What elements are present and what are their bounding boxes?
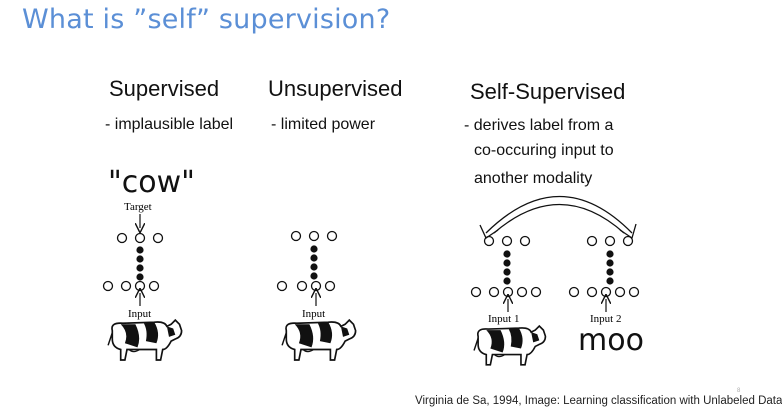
neuron-node-icon — [290, 230, 302, 242]
neuron-node-icon — [622, 235, 634, 247]
neuron-node-icon — [516, 286, 528, 298]
neuron-node-icon — [148, 280, 160, 292]
desc-self-supervised-line-3: another modality — [474, 170, 593, 187]
supervised-network: Target Input — [102, 201, 183, 361]
neuron-node-icon — [152, 232, 164, 244]
input-label: Input — [128, 308, 151, 320]
neuron-node-icon — [586, 235, 598, 247]
heading-unsupervised: Unsupervised — [268, 76, 403, 101]
neuron-node-icon — [470, 286, 482, 298]
neuron-node-icon — [604, 235, 616, 247]
neuron-node-icon — [600, 286, 612, 298]
neuron-node-icon — [296, 280, 308, 292]
page-number: 8 — [737, 388, 741, 394]
self-supervised-network-2: Input 2 — [568, 235, 640, 325]
neuron-node-icon — [134, 232, 146, 244]
self-supervised-network-1: Input 1 — [470, 235, 547, 366]
neuron-node-icon — [120, 280, 132, 292]
neuron-node-icon — [324, 280, 336, 292]
neuron-node-icon — [116, 232, 128, 244]
desc-unsupervised: - limited power — [271, 116, 376, 133]
desc-self-supervised-line-1: - derives label from a — [464, 117, 614, 134]
neuron-node-icon — [568, 286, 580, 298]
slide-title: What is ”self” supervision? — [22, 4, 391, 35]
unsupervised-network: Input — [276, 230, 357, 361]
cow-icon — [107, 319, 183, 361]
heading-self-supervised: Self-Supervised — [470, 79, 626, 104]
neuron-node-icon — [586, 286, 598, 298]
neuron-node-icon — [326, 230, 338, 242]
neuron-node-icon — [530, 286, 542, 298]
target-label: Target — [124, 201, 152, 213]
curved-double-arrow-icon — [479, 195, 637, 240]
citation: Virginia de Sa, 1994, Image: Learning cl… — [415, 395, 782, 407]
cow-icon — [281, 319, 357, 361]
input-label-unsupervised: Input — [302, 308, 325, 320]
neuron-node-icon — [310, 280, 322, 292]
heading-supervised: Supervised — [109, 76, 220, 101]
moo-label: moo — [578, 323, 644, 358]
desc-supervised: - implausible label — [105, 116, 234, 133]
neuron-node-icon — [102, 280, 114, 292]
cow-icon — [473, 325, 547, 366]
neuron-node-icon — [134, 280, 146, 292]
cow-label-word: "cow" — [108, 165, 195, 200]
neuron-node-icon — [628, 286, 640, 298]
neuron-node-icon — [488, 286, 500, 298]
input2-label: Input 2 — [590, 313, 621, 325]
neuron-node-icon — [502, 286, 514, 298]
desc-self-supervised-line-2: co-occuring input to — [474, 142, 614, 159]
neuron-node-icon — [276, 280, 288, 292]
input1-label: Input 1 — [488, 313, 519, 325]
neuron-node-icon — [519, 235, 531, 247]
neuron-node-icon — [614, 286, 626, 298]
neuron-node-icon — [501, 235, 513, 247]
neuron-node-icon — [308, 230, 320, 242]
